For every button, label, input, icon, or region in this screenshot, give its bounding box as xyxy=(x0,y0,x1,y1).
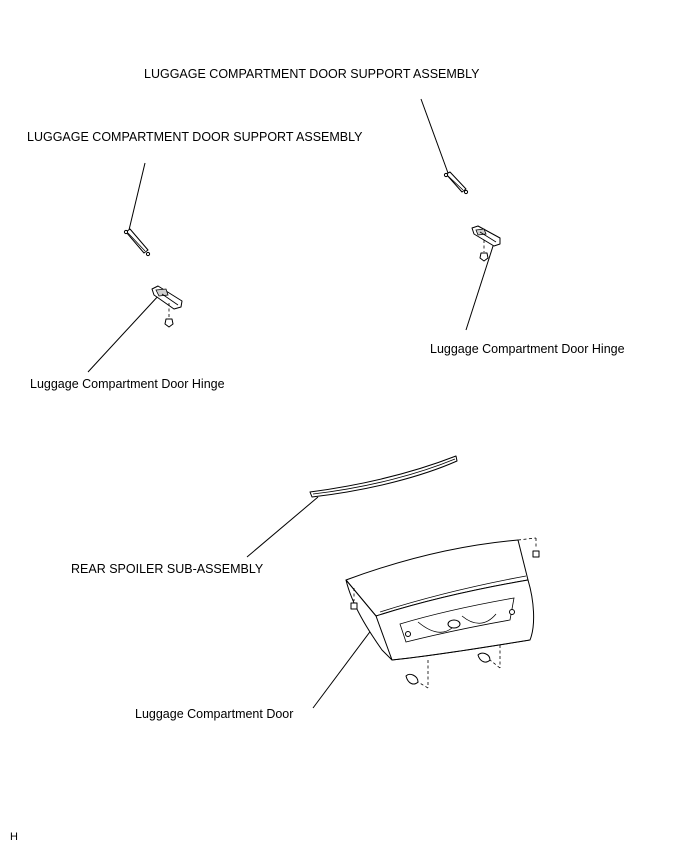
label-hinge-right: Luggage Compartment Door Hinge xyxy=(430,342,625,356)
support-strut-right xyxy=(443,171,469,195)
leader-support-left xyxy=(128,162,146,231)
corner-code: H xyxy=(10,831,18,843)
luggage-compartment-door xyxy=(345,539,535,661)
door-hinge-right xyxy=(471,225,501,262)
door-bumper-bottom-right xyxy=(477,645,501,669)
leader-spoiler xyxy=(246,496,319,558)
door-fastener-top-left xyxy=(350,588,358,610)
leader-support-right xyxy=(420,98,449,174)
support-strut-left xyxy=(123,228,151,257)
rear-spoiler xyxy=(309,455,458,498)
label-hinge-left: Luggage Compartment Door Hinge xyxy=(30,377,225,391)
door-fastener-top-right xyxy=(517,537,540,558)
leader-hinge-left xyxy=(87,293,161,373)
door-bumper-bottom-left xyxy=(405,660,429,689)
label-support-left: LUGGAGE COMPARTMENT DOOR SUPPORT ASSEMBL… xyxy=(27,130,363,144)
label-luggage-door: Luggage Compartment Door xyxy=(135,707,293,721)
leader-hinge-right xyxy=(465,242,495,331)
label-support-right: LUGGAGE COMPARTMENT DOOR SUPPORT ASSEMBL… xyxy=(144,67,480,81)
door-hinge-left xyxy=(151,285,183,328)
label-rear-spoiler: REAR SPOILER SUB-ASSEMBLY xyxy=(71,562,264,576)
